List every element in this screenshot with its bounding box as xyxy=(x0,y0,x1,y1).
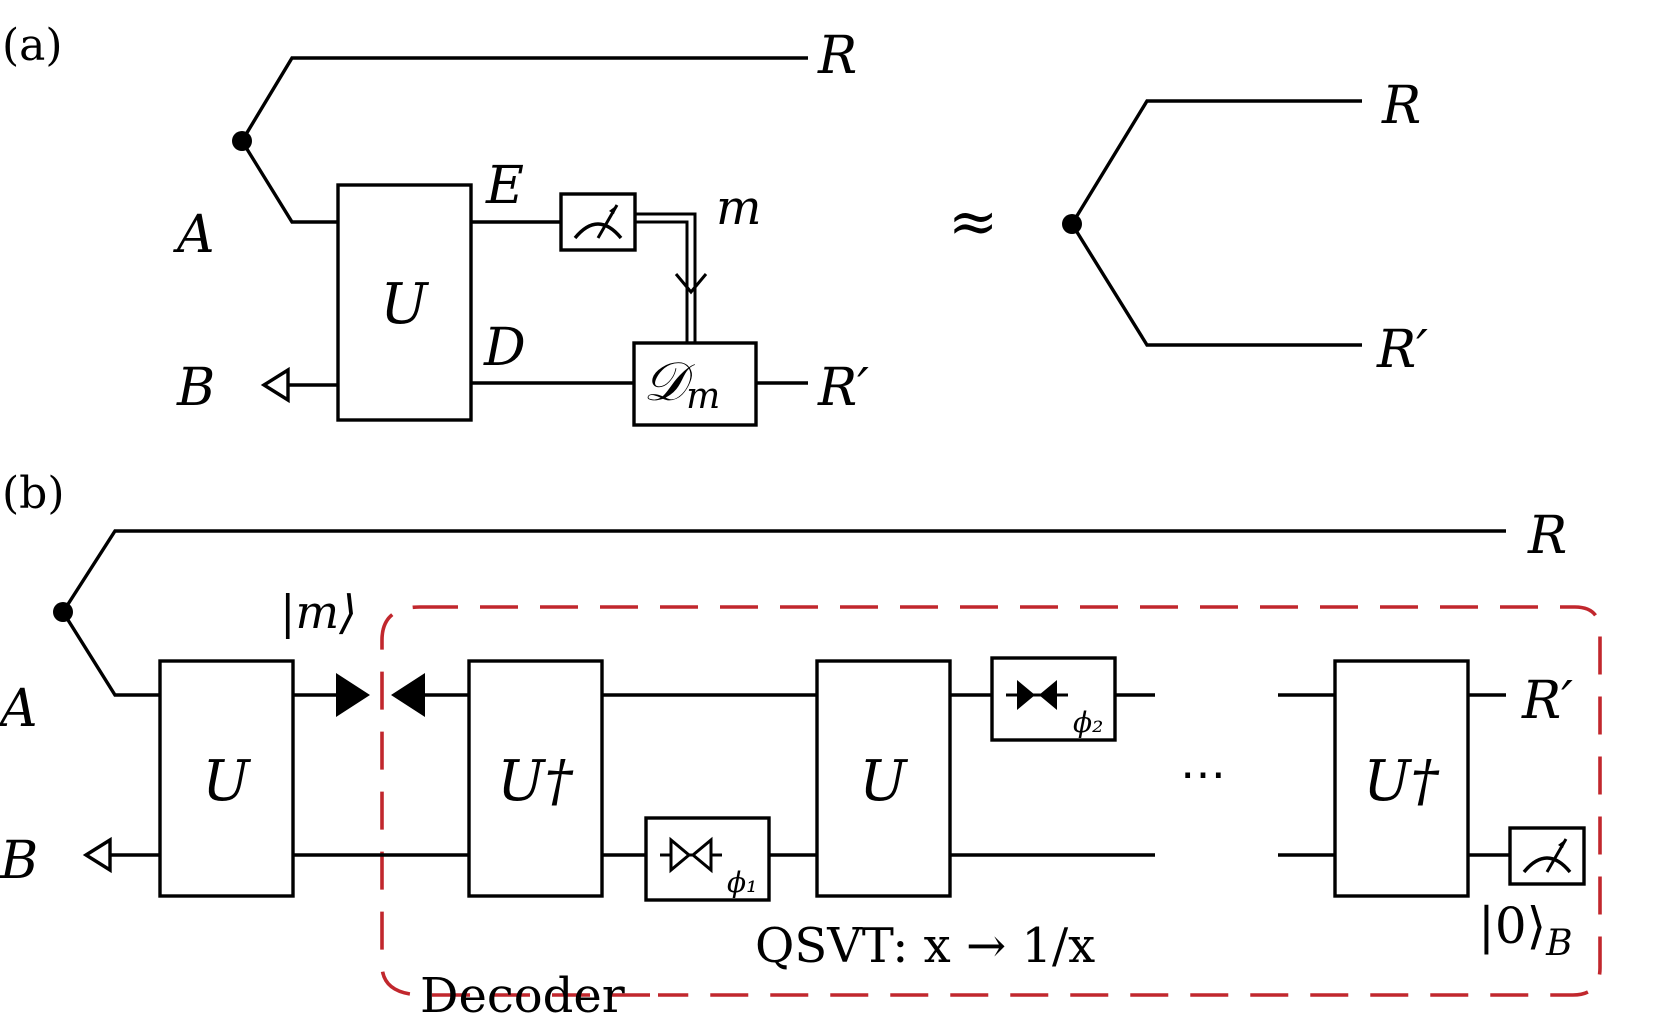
label-a-a: A xyxy=(173,205,215,265)
gate-udag-1 xyxy=(467,659,604,898)
phi1-left-triangle xyxy=(669,836,692,874)
gate-phase-phi1 xyxy=(644,816,771,902)
panel-a-tag: (a) xyxy=(2,20,63,71)
label-b-a: B xyxy=(176,358,215,418)
classical-arrow xyxy=(674,273,708,295)
wire-rhs-r xyxy=(1070,99,1362,225)
label-r-prime-rhs: R′ xyxy=(1376,320,1428,380)
meter-arrow-a xyxy=(609,205,617,214)
phi1-right-triangle xyxy=(690,836,713,874)
gate-u-b1-label: U xyxy=(202,749,251,814)
trace-triangle-b-a xyxy=(260,366,290,404)
label-r-top-b: R xyxy=(1527,506,1567,566)
gate-udag-2-label: U† xyxy=(1363,749,1439,814)
projector-right-triangle xyxy=(391,673,425,717)
classical-wire-inner xyxy=(635,220,689,343)
label-m: m xyxy=(716,180,762,236)
panel-b-tag: (b) xyxy=(2,468,65,519)
label-r-prime-b: R′ xyxy=(1521,671,1573,731)
label-r-top-a: R xyxy=(817,26,857,86)
label-r-prime-a: R′ xyxy=(817,358,869,418)
gate-u-b2 xyxy=(815,659,952,898)
panel-b: (b) U U† U U† xyxy=(0,468,1602,1016)
classical-wire-outer xyxy=(635,212,697,343)
wire-a-input xyxy=(240,140,338,224)
label-e: E xyxy=(485,156,524,216)
meter-arc-a xyxy=(573,222,623,240)
trace-triangle-b-b xyxy=(82,836,112,874)
label-ket-zero-b: |0⟩B xyxy=(1478,897,1573,964)
wire-rhs-r-prime xyxy=(1070,223,1362,347)
gate-u-a-label: U xyxy=(380,272,429,337)
decoder-dashed-box xyxy=(380,605,1602,997)
phi2-left-triangle xyxy=(1017,680,1035,710)
decoder-label: Decoder xyxy=(420,968,625,1016)
gate-u-b1 xyxy=(158,659,295,898)
panel-a: (a) U 𝒟m R A B E D m R′ xyxy=(2,20,1428,427)
phi2-right-triangle xyxy=(1039,680,1057,710)
ellipsis-dots: ⋯ xyxy=(1180,747,1226,801)
approx-symbol: ≈ xyxy=(948,187,998,257)
wire-r-top-b xyxy=(61,529,1506,613)
wire-r-top-a xyxy=(240,56,808,142)
gate-udag-1-label: U† xyxy=(497,749,573,814)
phi1-label: ϕ₁ xyxy=(727,866,757,899)
label-ket-m: |m⟩ xyxy=(280,585,357,639)
label-b-b: B xyxy=(0,831,38,891)
meter-arc-b xyxy=(1522,856,1572,874)
label-r-rhs: R xyxy=(1381,76,1421,136)
measurement-meter-a xyxy=(559,192,637,252)
gate-udag-2 xyxy=(1333,659,1470,898)
gate-u-a xyxy=(336,183,473,422)
meter-arrow-b xyxy=(1558,839,1566,848)
gate-u-b2-label: U xyxy=(859,749,908,814)
label-d: D xyxy=(483,318,526,378)
measurement-meter-b xyxy=(1508,826,1586,886)
projector-left-triangle xyxy=(336,673,370,717)
wire-a-input-b xyxy=(61,611,160,697)
qsvt-label: QSVT: x → 1/x xyxy=(755,918,1095,974)
phi2-label: ϕ₂ xyxy=(1073,706,1103,739)
label-a-b: A xyxy=(0,679,38,739)
